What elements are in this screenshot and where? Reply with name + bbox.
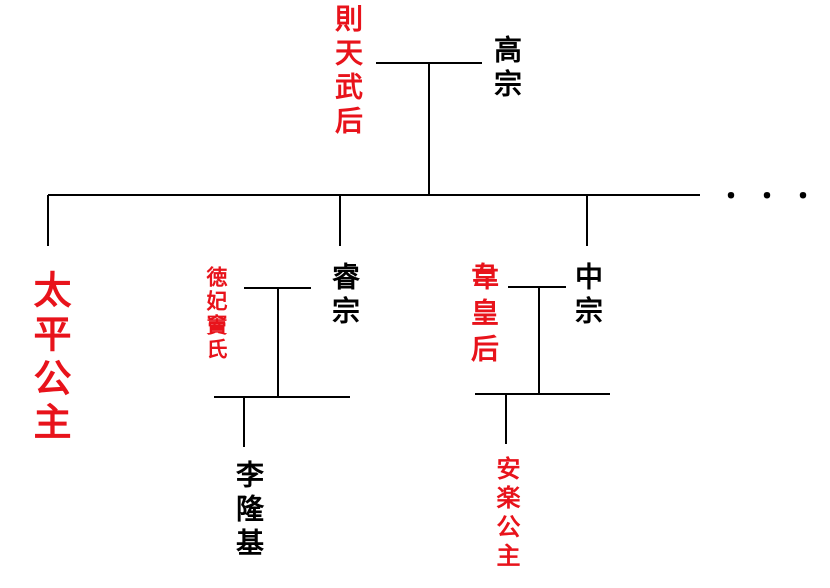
person-zhongzong: 中宗 bbox=[571, 262, 604, 330]
person-ruizong: 睿宗 bbox=[328, 262, 361, 330]
person-li-longji: 李隆基 bbox=[232, 460, 265, 562]
person-princess-taiping: 太平公主 bbox=[27, 270, 71, 446]
person-consort-dou: 徳妃竇氏 bbox=[204, 266, 228, 362]
continuation-ellipsis: ・・・ bbox=[718, 182, 827, 212]
person-empress-wei: 韋皇后 bbox=[467, 262, 500, 370]
person-wu-zetian: 則天武后 bbox=[331, 4, 364, 140]
person-princess-anle: 安楽公主 bbox=[492, 456, 520, 572]
person-gaozong: 高宗 bbox=[490, 35, 523, 103]
